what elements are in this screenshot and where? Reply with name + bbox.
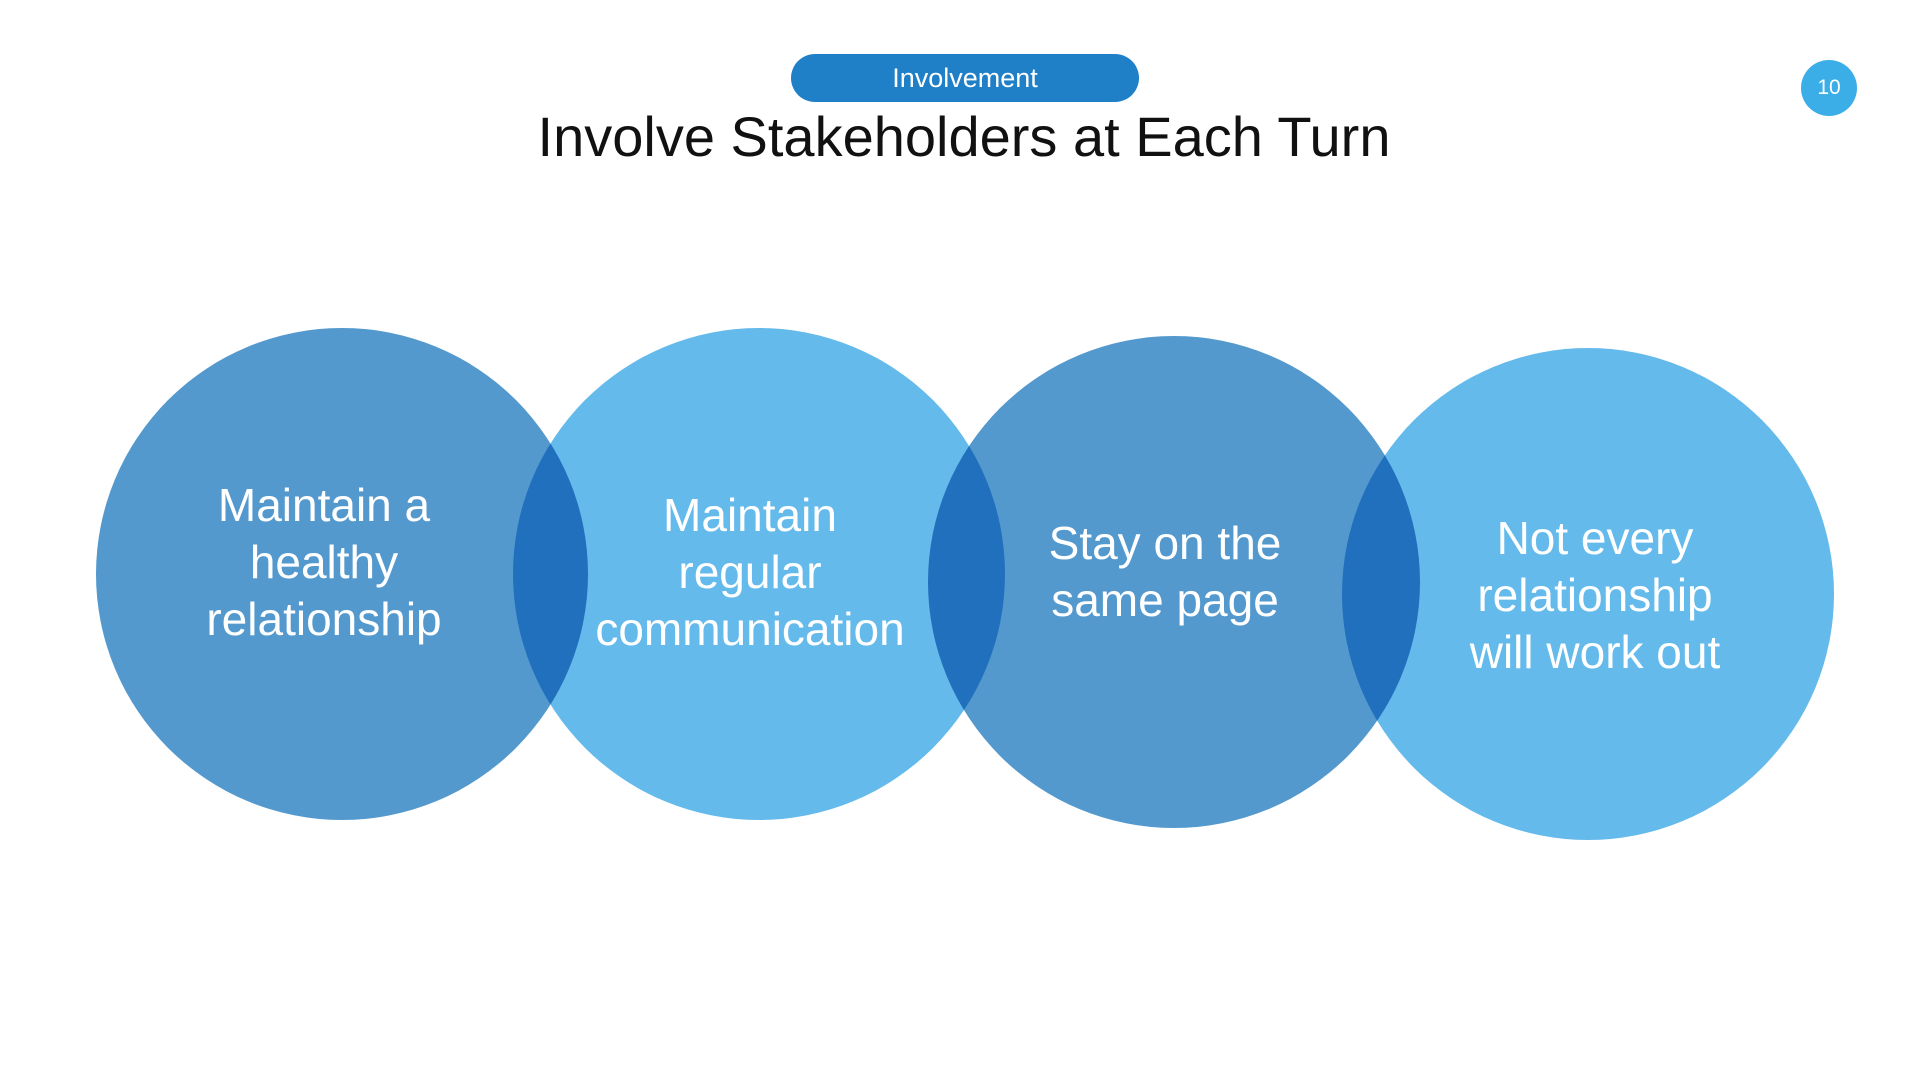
circle-relationship-outcome (1342, 348, 1834, 840)
circle-healthy-relationship (96, 328, 588, 820)
circle-label-regular-communication: Maintain regular communication (595, 488, 905, 655)
page-number-badge: 10 (1801, 60, 1857, 116)
circle-label-relationship-outcome: Not every relationship will work out (1469, 511, 1721, 678)
circle-label-healthy-relationship: Maintain a healthy relationship (206, 478, 442, 645)
circle-same-page (928, 336, 1420, 828)
circle-label-same-page: Stay on the same page (1048, 517, 1282, 626)
circle-regular-communication (513, 328, 1005, 820)
section-label: Involvement (892, 62, 1038, 93)
section-label-pill: Involvement (791, 54, 1139, 102)
page-number: 10 (1817, 76, 1841, 99)
slide-title: Involve Stakeholders at Each Turn (537, 105, 1391, 168)
